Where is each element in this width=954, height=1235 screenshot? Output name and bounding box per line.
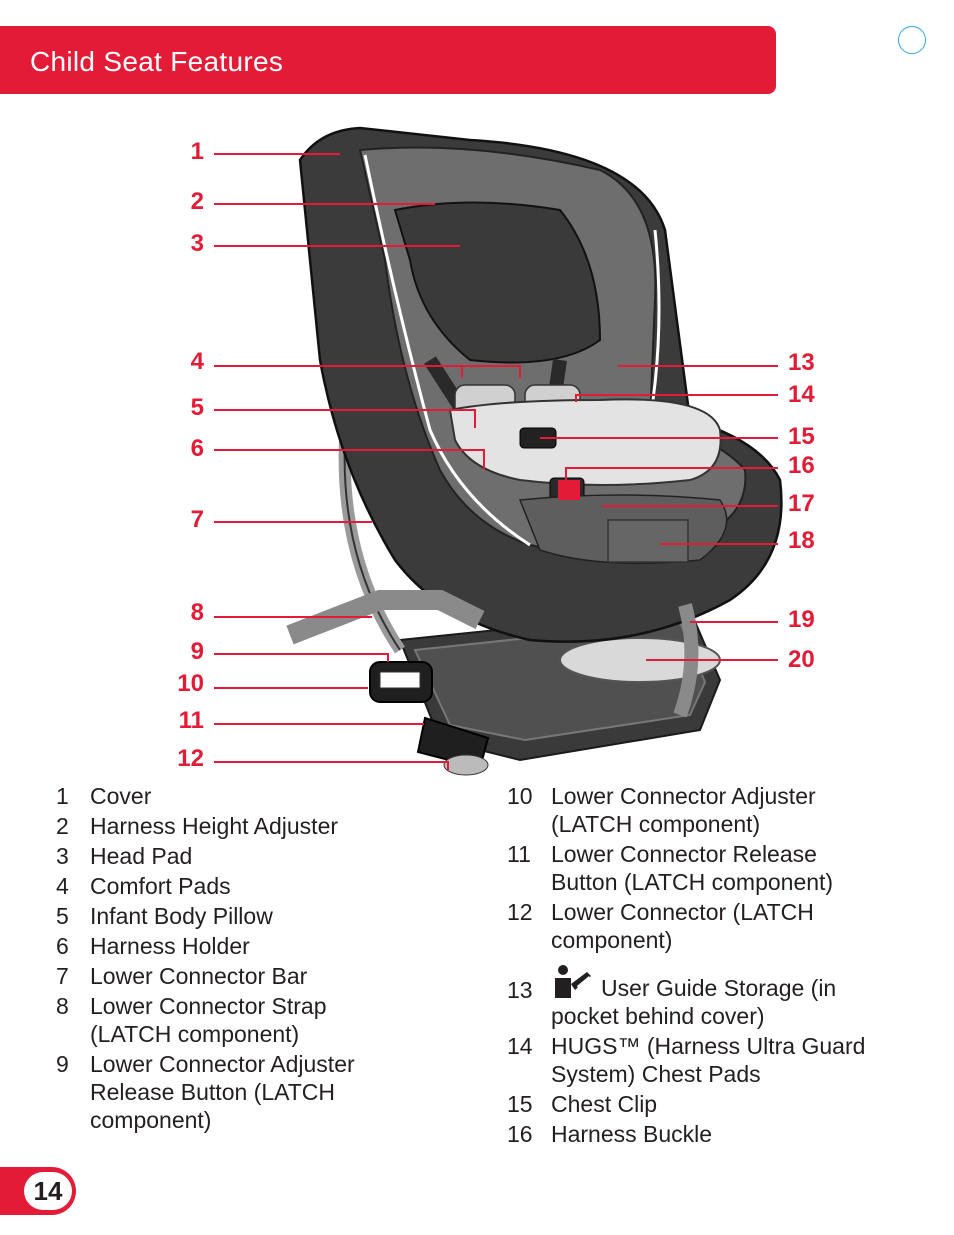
callout-9: 9 (190, 638, 204, 665)
legend-item: 8 Lower Connector Strap (LATCH component) (46, 992, 446, 1048)
legend-num: 12 (507, 899, 533, 925)
legend-num: 16 (507, 1121, 533, 1147)
legend-num: 14 (507, 1033, 533, 1059)
legend-item: 11 Lower Connector Release Button (LATCH … (507, 840, 907, 896)
legend-text: Chest Clip (551, 1091, 658, 1117)
legend-text: Harness Holder (90, 933, 250, 959)
legend-item: 6 Harness Holder (46, 932, 446, 960)
legend-text: HUGS™ (Harness Ultra Guard System) Chest… (551, 1033, 866, 1087)
legend-text: Lower Connector Release Button (LATCH co… (551, 841, 834, 895)
legend-num: 2 (56, 813, 69, 839)
callout-17: 17 (788, 490, 815, 517)
legend-text: Harness Height Adjuster (90, 813, 339, 839)
legend-text: Lower Connector Bar (90, 963, 308, 989)
callout-15: 15 (788, 423, 815, 450)
callout-10: 10 (177, 670, 204, 697)
legend-item: 15 Chest Clip (507, 1090, 907, 1118)
legend-item: 2 Harness Height Adjuster (46, 812, 446, 840)
legend-left: 1 Cover 2 Harness Height Adjuster 3 Head Pa… (46, 782, 446, 1136)
legend-item: 10 Lower Connector Adjuster (LATCH compon… (507, 782, 907, 838)
callout-1: 1 (190, 138, 204, 165)
legend-num: 9 (56, 1051, 69, 1077)
legend-num: 10 (507, 783, 533, 809)
header-bar (0, 26, 776, 94)
legend-right: 10 Lower Connector Adjuster (LATCH compon… (507, 782, 907, 1150)
callout-19: 19 (788, 606, 815, 633)
legend-text-wrap: User Guide Storage (in pocket behind cov… (551, 964, 871, 1030)
callout-8: 8 (190, 599, 204, 626)
legend-num: 1 (56, 783, 69, 809)
page-number: 14 (24, 1172, 72, 1210)
corner-circle-icon (898, 26, 926, 54)
callout-6: 6 (190, 435, 204, 462)
page-title: Child Seat Features (30, 46, 284, 77)
legend-num: 6 (56, 933, 69, 959)
legend-num: 7 (56, 963, 69, 989)
legend-item: 12 Lower Connector (LATCH component) (507, 898, 907, 954)
legend-item: 14 HUGS™ (Harness Ultra Guard System) Che… (507, 1032, 907, 1088)
callout-2: 2 (190, 188, 204, 215)
callout-16: 16 (788, 452, 815, 479)
legend-text: Lower Connector Adjuster Release Button … (90, 1051, 355, 1133)
callout-20: 20 (788, 646, 815, 673)
callout-12: 12 (177, 745, 204, 772)
callout-3: 3 (190, 230, 204, 257)
callout-14: 14 (788, 381, 815, 408)
legend-item: 4 Comfort Pads (46, 872, 446, 900)
legend-num: 15 (507, 1091, 533, 1117)
legend-text: Cover (90, 783, 152, 809)
legend-text: Comfort Pads (90, 873, 231, 899)
legend-text: User Guide Storage (in pocket behind cov… (551, 975, 837, 1029)
legend-item: 16 Harness Buckle (507, 1120, 907, 1148)
legend-item: 3 Head Pad (46, 842, 446, 870)
legend-item: 1 Cover (46, 782, 446, 810)
legend-item: 5 Infant Body Pillow (46, 902, 446, 930)
legend-num: 3 (56, 843, 69, 869)
car-seat-illustration (214, 126, 783, 776)
legend-text: Infant Body Pillow (90, 903, 273, 929)
legend-text: Head Pad (90, 843, 193, 869)
legend-item: 7 Lower Connector Bar (46, 962, 446, 990)
legend-num: 11 (507, 841, 531, 867)
callout-13: 13 (788, 349, 815, 376)
callout-18: 18 (788, 527, 815, 554)
legend-num: 4 (56, 873, 69, 899)
callout-5: 5 (190, 394, 204, 421)
legend-num: 5 (56, 903, 69, 929)
legend-item: 9 Lower Connector Adjuster Release Button… (46, 1050, 446, 1134)
user-guide-icon (555, 965, 591, 998)
callout-11: 11 (178, 707, 204, 734)
callout-4: 4 (190, 348, 204, 375)
legend-text: Lower Connector (LATCH component) (551, 899, 814, 953)
legend-text: Lower Connector Adjuster (LATCH componen… (551, 783, 816, 837)
callout-7: 7 (190, 506, 204, 533)
legend-text: Lower Connector Strap (LATCH component) (90, 993, 327, 1047)
legend-num: 13 (507, 977, 533, 1003)
legend-text: Harness Buckle (551, 1121, 713, 1147)
legend-num: 8 (56, 993, 69, 1019)
legend-item: 13 User Guide Storage (in pocket behind … (507, 964, 907, 1030)
